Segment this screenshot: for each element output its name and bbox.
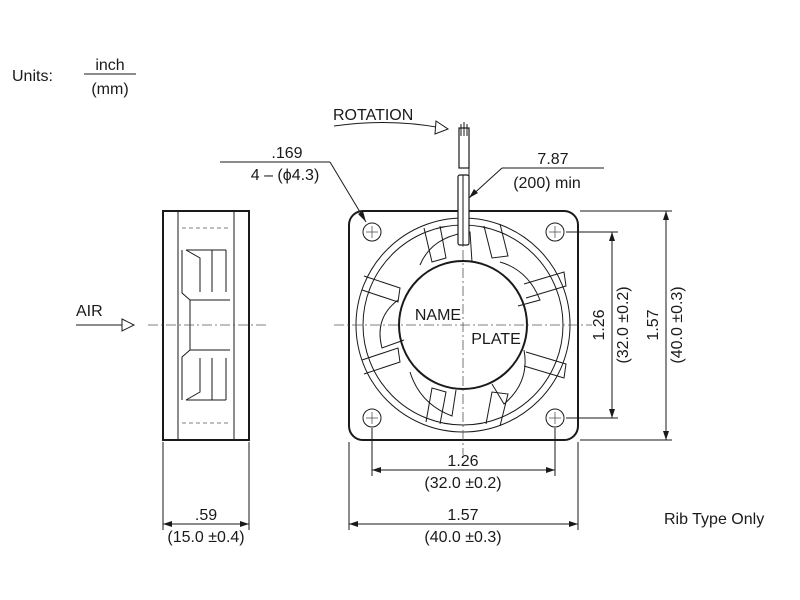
overall-height-dimension: 1.57 (40.0 ±0.3)	[580, 210, 686, 441]
mount-hole-mm: 4 – (ϕ4.3)	[251, 167, 320, 184]
lead-wires	[457, 122, 470, 246]
mounting-holes	[362, 222, 565, 428]
overall-height-inch: 1.57	[645, 309, 662, 340]
hole-pitch-vertical-dimension: 1.26 (32.0 ±0.2)	[566, 231, 632, 419]
lead-wire-inch: 7.87	[537, 151, 568, 168]
hole-pitch-h-mm: (32.0 ±0.2)	[424, 475, 501, 492]
hole-pitch-v-mm: (32.0 ±0.2)	[615, 286, 632, 363]
mount-hole-callout: .169 4 – (ϕ4.3)	[220, 145, 367, 223]
air-arrow-icon	[121, 318, 136, 332]
mount-hole-bottom-right	[545, 408, 565, 428]
name-plate-line1: NAME	[415, 307, 461, 324]
mount-hole-inch: .169	[271, 145, 302, 162]
air-label: AIR	[76, 303, 103, 320]
lead-wire-mm: (200) min	[513, 175, 581, 192]
fan-side-view	[148, 210, 268, 441]
mount-hole-top-right	[545, 222, 565, 242]
mount-hole-bottom-left	[362, 408, 382, 428]
fan-blades	[379, 231, 541, 417]
frame-ribs	[361, 223, 567, 427]
units-denominator: (mm)	[91, 81, 128, 98]
mount-hole-top-left	[362, 222, 382, 242]
hole-pitch-v-inch: 1.26	[591, 309, 608, 340]
overall-width-inch: 1.57	[447, 507, 478, 524]
fan-front-view: NAME PLATE	[334, 122, 592, 455]
units-prefix: Units:	[12, 68, 53, 85]
units-legend: Units: inch (mm)	[12, 57, 136, 98]
overall-width-mm: (40.0 ±0.3)	[424, 529, 501, 546]
rotation-indicator: ROTATION	[333, 107, 450, 135]
depth-dimension: .59 (15.0 ±0.4)	[162, 442, 250, 546]
hole-pitch-h-inch: 1.26	[447, 453, 478, 470]
rotation-label: ROTATION	[333, 107, 413, 124]
overall-height-mm: (40.0 ±0.3)	[669, 286, 686, 363]
rib-type-note: Rib Type Only	[664, 511, 764, 528]
depth-mm: (15.0 ±0.4)	[167, 529, 244, 546]
hole-pitch-horizontal-dimension: 1.26 (32.0 ±0.2)	[371, 428, 556, 492]
side-view-frame	[162, 210, 250, 441]
lead-wire-callout: 7.87 (200) min	[468, 140, 604, 199]
overall-width-dimension: 1.57 (40.0 ±0.3)	[348, 442, 579, 546]
units-numerator: inch	[95, 57, 124, 74]
name-plate-line2: PLATE	[471, 331, 521, 348]
rotation-arrow-icon	[434, 120, 450, 135]
depth-inch: .59	[195, 507, 217, 524]
air-flow-indicator: AIR	[76, 303, 136, 332]
